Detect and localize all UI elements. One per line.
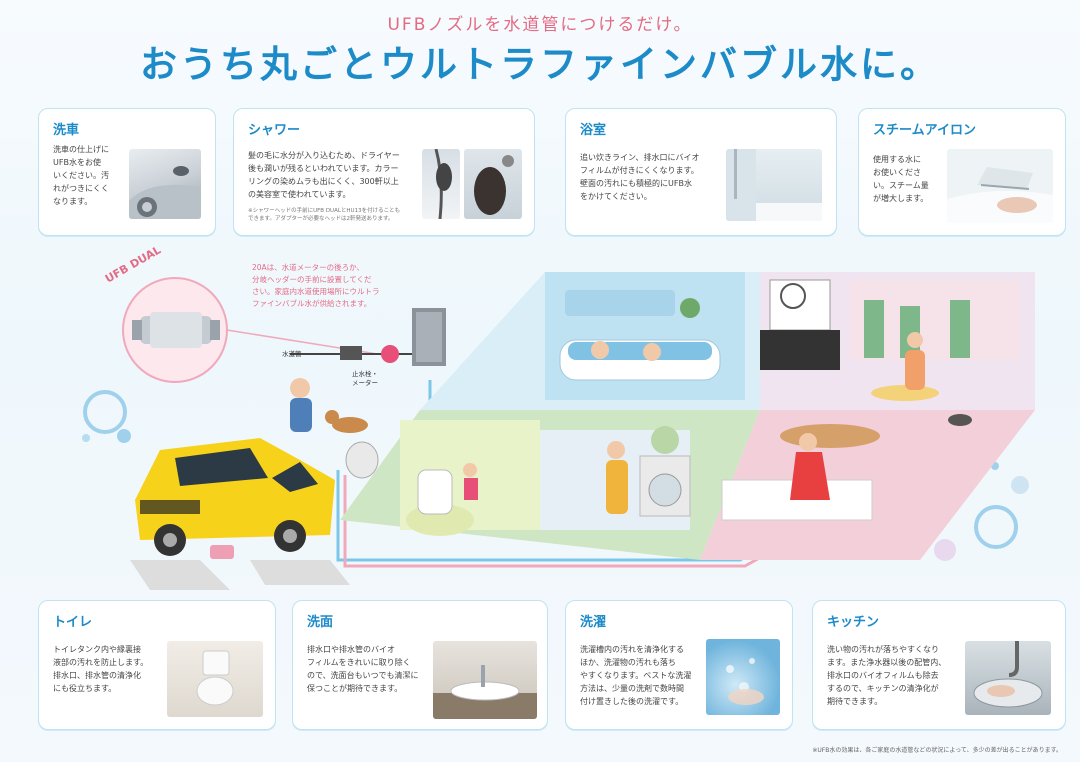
card-title: スチームアイロン <box>873 123 976 138</box>
card-text: 洗車の仕上げに UFB水をお使 いください。汚 れがつきにくく なります。 <box>53 145 109 206</box>
card-text: 使用する水に お使いくださ い。スチーム量 が増大します。 <box>873 155 929 203</box>
card-text: トイレタンク内や縁裏接 液部の汚れを防止します。 排水口、排水管の清浄化 にも役… <box>53 645 149 693</box>
card-toilet: トイレ トイレタンク内や縁裏接 液部の汚れを防止します。 排水口、排水管の清浄化… <box>38 600 276 730</box>
card-title: トイレ <box>53 615 93 630</box>
card-title: 浴室 <box>580 123 607 138</box>
card-text: 排水口や排水管のバイオ フィルムをきれいに取り除く ので、洗面台もいつでも清潔に… <box>307 645 419 693</box>
card-title: 洗面 <box>307 615 334 630</box>
shower-photo-2 <box>464 149 522 219</box>
toilet-photo <box>167 641 263 717</box>
card-text: 追い炊きライン、排水口にバイオ フィルムが付きにくくなります。 壁面の汚れにも積… <box>580 153 700 201</box>
card-text: 洗い物の汚れが落ちやすくなり ます。また浄水器以後の配管内、 排水口のバイオフィ… <box>827 645 947 706</box>
install-note: 20Aは、水道メーターの後ろか、 分岐ヘッダーの手前に設置してくだ さい。家庭内… <box>252 263 380 308</box>
washbasin-photo <box>433 641 537 719</box>
card-bathroom: 浴室 追い炊きライン、排水口にバイオ フィルムが付きにくくなります。 壁面の汚れ… <box>565 108 837 236</box>
subtitle: UFBノズルを水道管につけるだけ。 <box>387 15 693 35</box>
steam-iron-photo <box>947 149 1053 223</box>
footnote: ※UFB水の効果は、各ご家庭の水道管などの状況によって、多少の差が出ることがあり… <box>812 747 1062 754</box>
card-washbasin: 洗面 排水口や排水管のバイオ フィルムをきれいに取り除く ので、洗面台もいつでも… <box>292 600 548 730</box>
card-text: 洗濯槽内の汚れを清浄化する ほか、洗濯物の汚れも落ち やすくなります。ベストな洗… <box>580 645 692 706</box>
page-title: おうち丸ごとウルトラファインバブル水に。 <box>140 43 940 86</box>
card-note: ※シャワーヘッドの手前にUFB DUALとHU13を付けることも できます。アダ… <box>248 208 401 222</box>
shower-photo-1 <box>422 149 460 219</box>
water-pipe-label: 水道管 <box>282 350 302 358</box>
card-steam-iron: スチームアイロン 使用する水に お使いくださ い。スチーム量 が増大します。 <box>858 108 1066 236</box>
card-title: 洗車 <box>53 123 80 138</box>
card-text: 髪の毛に水分が入り込むため、ドライヤー 後も潤いが残るといわれています。カラー … <box>248 151 400 199</box>
card-kitchen: キッチン 洗い物の汚れが落ちやすくなり ます。また浄水器以後の配管内、 排水口の… <box>812 600 1066 730</box>
kitchen-photo <box>965 641 1051 715</box>
laundry-photo <box>706 639 780 715</box>
card-title: シャワー <box>248 123 301 138</box>
card-title: キッチン <box>827 615 880 630</box>
card-laundry: 洗濯 洗濯槽内の汚れを清浄化する ほか、洗濯物の汚れも落ち やすくなります。ベス… <box>565 600 793 730</box>
card-shower: シャワー 髪の毛に水分が入り込むため、ドライヤー 後も潤いが残るといわれています… <box>233 108 535 236</box>
car-wash-photo <box>129 149 201 219</box>
card-car-wash: 洗車 洗車の仕上げに UFB水をお使 いください。汚 れがつきにくく なります。 <box>38 108 216 236</box>
bathroom-photo <box>726 149 822 221</box>
meter-label: 止水栓・ メーター <box>352 370 378 387</box>
card-title: 洗濯 <box>580 615 607 630</box>
